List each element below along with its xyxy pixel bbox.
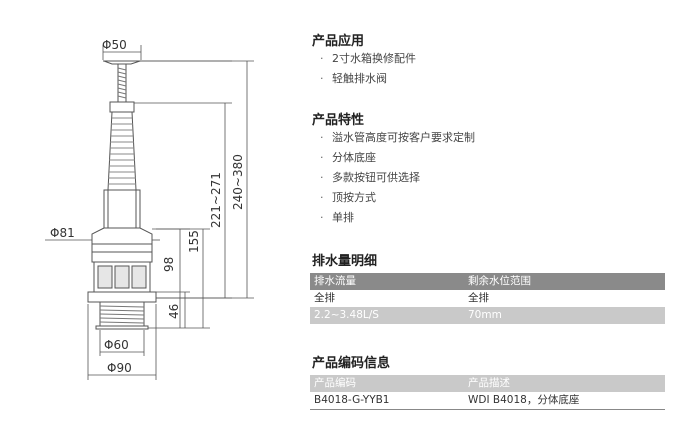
table-cell: WDI B4018，分体底座: [468, 394, 580, 406]
coding-header-code: 产品编码: [314, 377, 356, 389]
cage-window-left: [97, 265, 113, 289]
dimension-lines: [45, 45, 254, 380]
bullet-dot: ·: [320, 131, 324, 144]
dim-top-diameter: Φ50: [102, 38, 127, 52]
feature-item-text: 分体底座: [332, 151, 376, 164]
base-lip: [95, 325, 149, 330]
application-item: · 轻触排水阀: [320, 69, 416, 89]
table-row: 2.2~3.48L/S 70mm: [310, 307, 665, 324]
dim-thread-diameter: Φ60: [104, 338, 129, 352]
dim-body-diameter: Φ81: [50, 226, 75, 240]
rod-collar: [109, 101, 135, 113]
coding-header-desc: 产品描述: [468, 377, 510, 389]
coding-table: 产品编码 产品描述 B4018-G-YYB1 WDI B4018，分体底座: [310, 375, 665, 410]
discharge-table: 排水流量 剩余水位范围 全排 全排 2.2~3.48L/S 70mm: [310, 273, 665, 324]
feature-item: · 多款按钮可供选择: [320, 168, 475, 188]
dim-height-155: 155: [187, 230, 201, 253]
cage-window-center: [114, 265, 130, 289]
discharge-header-flow: 排水流量: [314, 275, 356, 287]
application-item-text: 2寸水箱换修配件: [332, 52, 416, 65]
coding-header-row: 产品编码 产品描述: [310, 375, 665, 392]
bullet-dot: ·: [320, 52, 324, 65]
application-title: 产品应用: [312, 34, 365, 49]
bullet-dot: ·: [320, 171, 324, 184]
lower-pipe: [103, 189, 141, 229]
feature-item: · 单排: [320, 208, 475, 228]
drain-valve-drawing: Φ50 Φ81 Φ60 Φ90 46 98 155 221~271 240~38…: [45, 38, 254, 380]
technical-drawing: Φ50 Φ81 Φ60 Φ90 46 98 155 221~271 240~38…: [0, 0, 300, 430]
bullet-dot: ·: [320, 72, 324, 85]
feature-item: · 分体底座: [320, 148, 475, 168]
features-list: · 溢水管高度可按客户要求定制 · 分体底座 · 多款按钮可供选择 · 顶按方式 · 单排: [320, 128, 475, 228]
table-row: 全排 全排: [310, 290, 665, 307]
feature-item-text: 多款按钮可供选择: [332, 171, 420, 184]
feature-item-text: 溢水管高度可按客户要求定制: [332, 131, 475, 144]
feature-item-text: 顶按方式: [332, 191, 376, 204]
table-row: B4018-G-YYB1 WDI B4018，分体底座: [310, 392, 665, 410]
bullet-dot: ·: [320, 211, 324, 224]
application-item-text: 轻触排水阀: [332, 72, 387, 85]
discharge-title: 排水量明细: [312, 254, 378, 269]
feature-item-text: 单排: [332, 211, 354, 224]
rod-thread-lines: [117, 67, 127, 99]
features-title: 产品特性: [312, 113, 365, 128]
cage-window-right: [131, 265, 147, 289]
dim-height-46: 46: [167, 304, 181, 319]
table-cell: B4018-G-YYB1: [314, 394, 390, 406]
table-cell: 全排: [468, 292, 489, 304]
bullet-dot: ·: [320, 191, 324, 204]
table-cell: 全排: [314, 292, 335, 304]
discharge-header-level: 剩余水位范围: [468, 275, 531, 287]
dim-height-240-380: 240~380: [231, 154, 245, 210]
table-cell: 2.2~3.48L/S: [314, 309, 379, 321]
application-item: · 2寸水箱换修配件: [320, 49, 416, 69]
dim-height-221-271: 221~271: [209, 172, 223, 228]
product-info-panel: 产品应用 · 2寸水箱换修配件 · 轻触排水阀 产品特性 · 溢水管高度可按客户要求定…: [300, 0, 680, 430]
dim-base-diameter: Φ90: [107, 361, 132, 375]
feature-item: · 顶按方式: [320, 188, 475, 208]
discharge-header-row: 排水流量 剩余水位范围: [310, 273, 665, 290]
table-cell: 70mm: [468, 309, 502, 321]
base-thread-lines: [99, 305, 145, 324]
base-flange: [87, 291, 157, 303]
dim-height-98: 98: [162, 257, 176, 272]
coding-title: 产品编码信息: [312, 356, 391, 371]
feature-item: · 溢水管高度可按客户要求定制: [320, 128, 475, 148]
tube-ribs: [108, 117, 136, 185]
valve-body: [91, 227, 153, 263]
bullet-dot: ·: [320, 151, 324, 164]
application-list: · 2寸水箱换修配件 · 轻触排水阀: [320, 49, 416, 89]
